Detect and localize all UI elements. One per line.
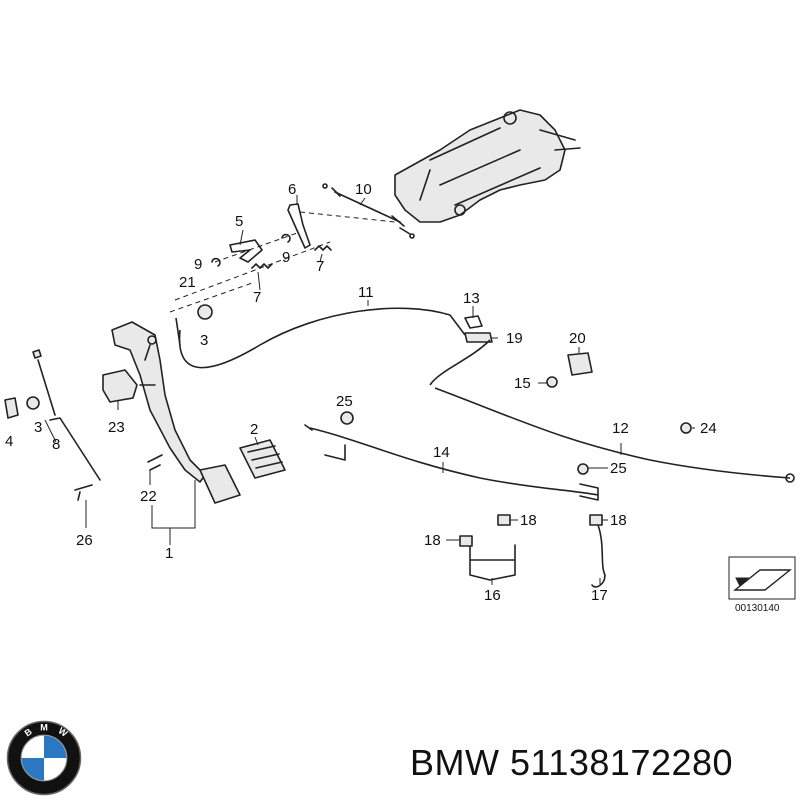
callout-17: 17 xyxy=(591,587,608,604)
reference-code: 00130140 xyxy=(735,603,780,614)
callout-22: 22 xyxy=(140,488,157,505)
callout-14: 14 xyxy=(433,444,450,461)
callout-18a: 18 xyxy=(424,532,441,549)
callout-25b: 25 xyxy=(610,460,627,477)
callout-13: 13 xyxy=(463,290,480,307)
bmw-roundel-icon: B M W xyxy=(6,720,82,796)
callout-8: 8 xyxy=(52,436,60,453)
svg-text:M: M xyxy=(40,723,48,733)
callout-2: 2 xyxy=(250,421,258,438)
callout-9a: 9 xyxy=(194,256,202,273)
callout-26: 26 xyxy=(76,532,93,549)
callout-19: 19 xyxy=(506,330,523,347)
brand-part-number: BMW 51138172280 xyxy=(410,742,734,783)
callout-11: 11 xyxy=(358,284,374,301)
callout-18c: 18 xyxy=(610,512,627,529)
callout-20: 20 xyxy=(569,330,586,347)
callout-3b: 3 xyxy=(200,332,208,349)
callout-21: 21 xyxy=(179,274,196,291)
callout-3a: 3 xyxy=(34,419,42,436)
callout-16: 16 xyxy=(484,587,501,604)
callout-15: 15 xyxy=(514,375,531,392)
callout-1: 1 xyxy=(165,545,173,562)
callout-18b: 18 xyxy=(520,512,537,529)
callout-4: 4 xyxy=(5,433,13,450)
callout-24: 24 xyxy=(700,420,717,437)
pedal-bracket-assembly xyxy=(394,109,581,223)
callout-6: 6 xyxy=(288,181,296,198)
callout-25a: 25 xyxy=(336,393,353,410)
pushrod-10 xyxy=(322,183,415,239)
callout-7a: 7 xyxy=(253,289,261,306)
callout-10: 10 xyxy=(355,181,372,198)
pedal-pad xyxy=(239,439,286,479)
callout-7b: 7 xyxy=(316,258,324,275)
callout-12: 12 xyxy=(612,420,629,437)
brake-pedal xyxy=(111,321,241,504)
svg-text:B: B xyxy=(23,726,34,738)
callout-9b: 9 xyxy=(282,249,290,266)
callout-23: 23 xyxy=(108,419,125,436)
reference-box: 00130140 xyxy=(728,556,796,614)
callout-5: 5 xyxy=(235,213,243,230)
